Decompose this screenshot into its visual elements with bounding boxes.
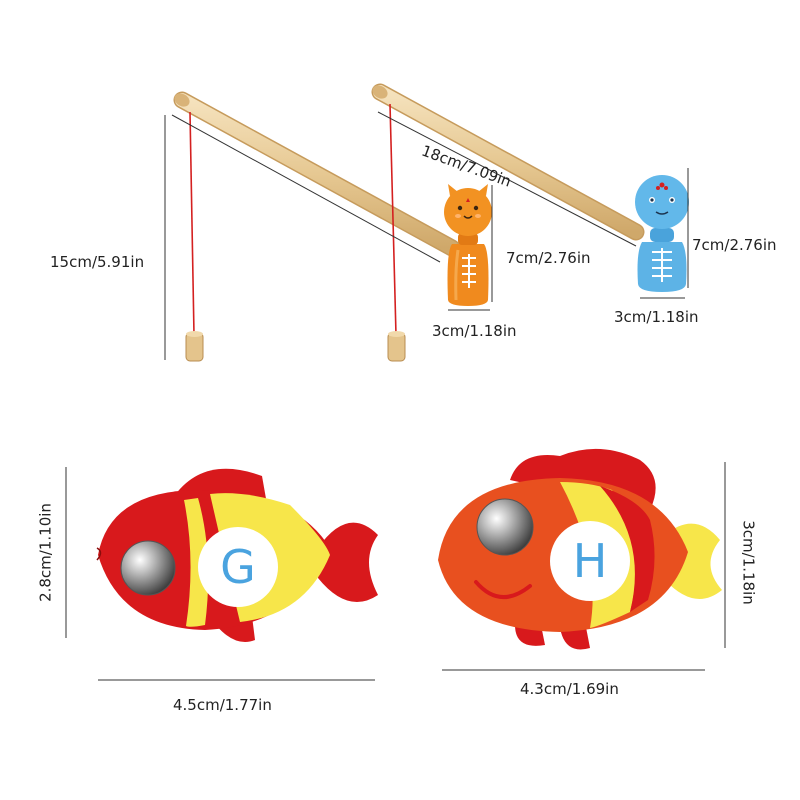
fish-g-width-label: 4.5cm/1.77in — [173, 696, 272, 714]
blue-height-label: 7cm/2.76in — [692, 236, 777, 254]
dimension-lines-top — [164, 111, 689, 360]
fish-g-letter: G — [220, 540, 256, 594]
fishing-rod-left — [173, 91, 461, 362]
fishing-rod-right — [371, 83, 645, 362]
fish-h-letter: H — [573, 534, 608, 588]
blue-width-label: 3cm/1.18in — [614, 308, 699, 326]
cat-height-label: 7cm/2.76in — [506, 249, 591, 267]
dimension-lines-bottom — [65, 462, 726, 681]
fish-h-height-label: 3cm/1.18in — [739, 520, 758, 605]
fish-h-width-label: 4.3cm/1.69in — [520, 680, 619, 698]
cat-width-label: 3cm/1.18in — [432, 322, 517, 340]
orange-cat-figure — [444, 184, 492, 306]
fish-g: G — [96, 468, 378, 642]
fish-h: H — [438, 448, 722, 650]
fish-g-height-label: 2.8cm/1.10in — [36, 503, 55, 602]
blue-figure — [635, 175, 689, 292]
rod-height-label: 15cm/5.91in — [50, 253, 145, 271]
